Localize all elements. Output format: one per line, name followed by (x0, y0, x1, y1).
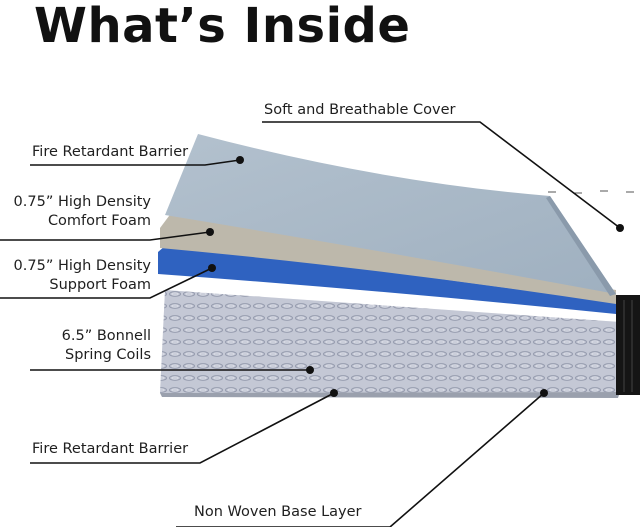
edge-stitching (623, 300, 633, 392)
base-layer (160, 392, 620, 398)
label-spring-coils-line2: Spring Coils (64, 347, 151, 363)
label-spring-coils: 6.5” Bonnell Spring Coils (0, 327, 151, 365)
callout-dots (206, 156, 624, 397)
spring-coils-layer (160, 290, 620, 393)
page-title: What’s Inside (34, 0, 411, 54)
label-fire-retardant-bottom: Fire Retardant Barrier (32, 441, 189, 457)
label-support-foam-line2: Support Foam (49, 277, 151, 293)
cover-layer (165, 134, 616, 294)
label-comfort-foam-line1: 0.75” High Density (13, 194, 151, 210)
label-comfort-foam: 0.75” High Density Comfort Foam (0, 193, 151, 231)
label-spring-coils-line1: 6.5” Bonnell (61, 328, 151, 344)
label-base-layer: Non Woven Base Layer (194, 504, 362, 520)
callout-lines (0, 121, 621, 527)
mattress-edge (616, 295, 640, 395)
label-support-foam-line1: 0.75” High Density (13, 258, 151, 274)
cover-stitch-marks (548, 190, 634, 194)
label-fire-retardant-top: Fire Retardant Barrier (32, 144, 189, 160)
cover-edge-shade (546, 196, 616, 296)
label-support-foam: 0.75” High Density Support Foam (0, 257, 151, 295)
comfort-foam-layer (160, 212, 616, 304)
label-comfort-foam-line2: Comfort Foam (47, 213, 151, 229)
label-cover: Soft and Breathable Cover (264, 102, 456, 118)
